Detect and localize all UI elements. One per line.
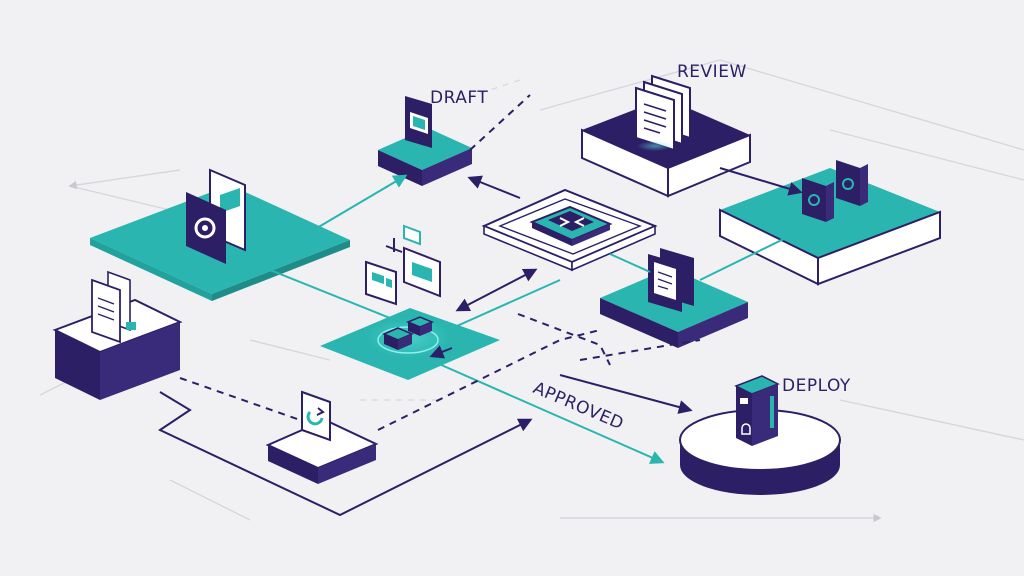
gear-document-icon[interactable] [186,168,246,264]
gear-icon [194,217,216,239]
report-document-icon [648,248,694,312]
chip-icon [529,205,613,246]
sync-icon [301,390,331,442]
draft-label: DRAFT [430,88,488,108]
flow-connectors [157,94,803,517]
deploy-label: DEPLOY [782,376,851,396]
review-label: REVIEW [677,62,747,82]
form-icon [365,224,441,306]
deploy-server-icon [734,375,780,446]
files-icon [91,270,136,344]
server-icon [802,160,868,222]
background-guides [39,59,1024,523]
draft-block[interactable] [378,128,472,186]
review-document-icon [635,74,691,152]
cube-icon [382,316,434,350]
draft-document-icon [405,96,432,148]
